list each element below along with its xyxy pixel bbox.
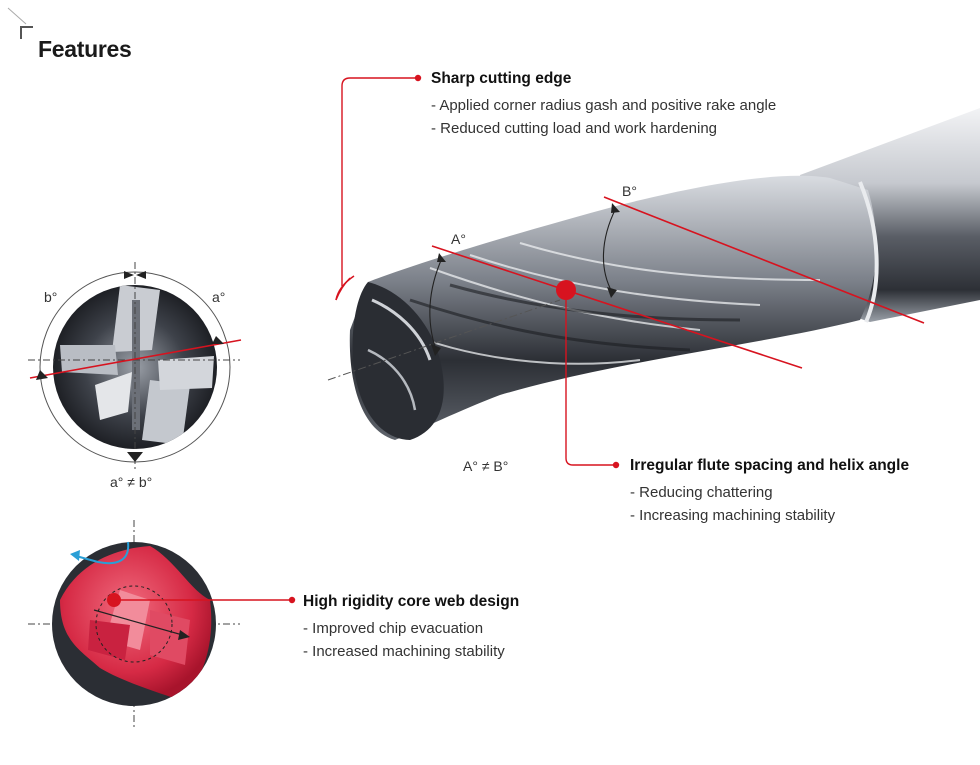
feature-sharp-cutting-edge: Sharp cutting edge - Applied corner radi… bbox=[431, 70, 776, 140]
label-angle-b: b° bbox=[44, 289, 58, 305]
label-angle-a: a° bbox=[212, 289, 226, 305]
page-title: Features bbox=[38, 36, 132, 62]
end-mill-flutes bbox=[349, 175, 877, 440]
angle-arc-B bbox=[602, 207, 617, 293]
label-a-neq-b: a° ≠ b° bbox=[110, 474, 153, 490]
label-angle-B: B° bbox=[622, 183, 637, 199]
angle-arc-A bbox=[429, 257, 443, 351]
title-corner-mark bbox=[20, 26, 34, 40]
tool-axis-line bbox=[327, 299, 561, 381]
core-web-diagram bbox=[28, 520, 296, 728]
leader-sharp-edge bbox=[335, 77, 416, 301]
feature-bullet: - Improved chip evacuation bbox=[303, 620, 484, 637]
helix-line-A bbox=[431, 245, 803, 369]
feature-title: High rigidity core web design bbox=[303, 593, 520, 610]
end-mill-body bbox=[349, 108, 980, 440]
label-angle-A: A° bbox=[451, 231, 466, 247]
feature-irregular-flute-spacing: Irregular flute spacing and helix angle … bbox=[630, 457, 909, 527]
end-view-red-line bbox=[29, 339, 242, 379]
feature-title: Irregular flute spacing and helix angle bbox=[630, 457, 910, 474]
feature-bullet: - Increasing machining stability bbox=[630, 507, 836, 524]
feature-bullet: - Increased machining stability bbox=[303, 643, 505, 660]
feature-core-web-design: High rigidity core web design - Improved… bbox=[303, 593, 519, 663]
leader-irregular-flute bbox=[565, 300, 614, 466]
end-mill-tip bbox=[352, 282, 444, 440]
label-A-neq-B: A° ≠ B° bbox=[463, 458, 509, 474]
feature-title: Sharp cutting edge bbox=[431, 70, 572, 87]
end-view-diagram bbox=[28, 262, 242, 470]
feature-bullet: - Applied corner radius gash and positiv… bbox=[431, 97, 777, 114]
chip-flow-arrow bbox=[75, 541, 130, 565]
feature-bullet: - Reduced cutting load and work hardenin… bbox=[431, 120, 718, 137]
title-slash bbox=[6, 6, 28, 28]
helix-line-B bbox=[603, 196, 925, 324]
flute-marker-dot bbox=[556, 280, 576, 300]
feature-bullet: - Reducing chattering bbox=[630, 484, 773, 501]
helix-lines bbox=[399, 242, 821, 365]
